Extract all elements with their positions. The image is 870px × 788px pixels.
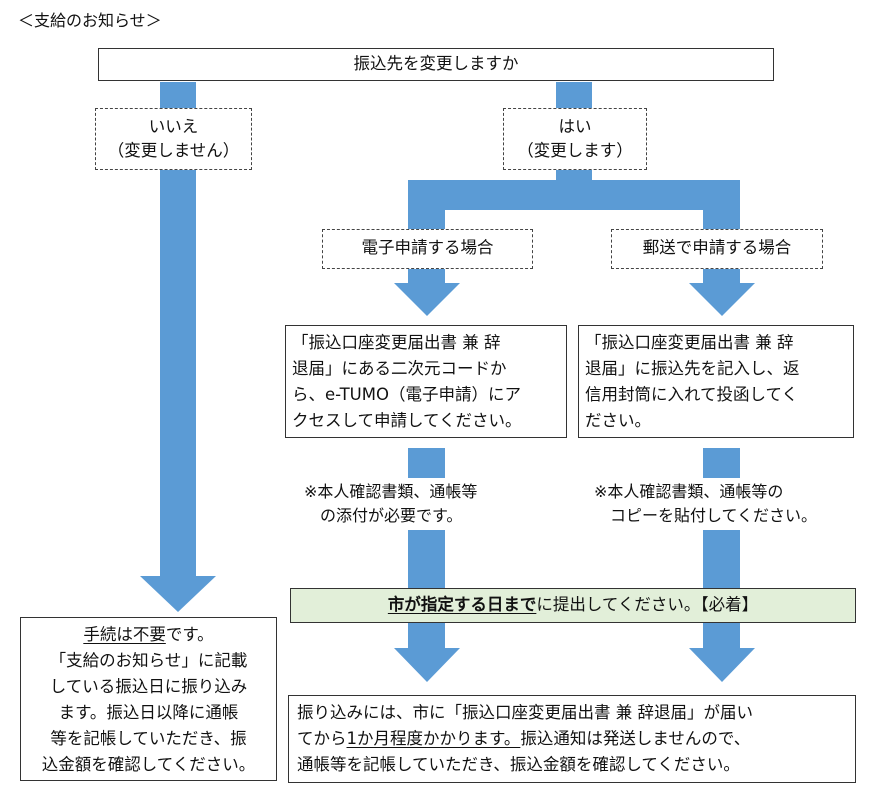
line: 「振込口座変更届出書 兼 辞 xyxy=(292,333,501,352)
no-label: いいえ xyxy=(148,117,199,136)
line: 「振込口座変更届出書 兼 辞 xyxy=(585,333,794,352)
deadline-box: 市が指定する日までに提出してください。【必着】 xyxy=(290,588,856,623)
line: 退届」にある二次元コードか xyxy=(292,359,507,378)
no-sublabel: （変更しません） xyxy=(107,141,240,160)
split-bar xyxy=(408,180,740,210)
line: です。 xyxy=(165,625,214,644)
postal-instructions: 「振込口座変更届出書 兼 辞 退届」に振込先を記入し、返 信用封筒に入れて投函し… xyxy=(578,325,854,438)
no-option-box: いいえ （変更しません） xyxy=(95,108,252,170)
no-arrow-head xyxy=(140,576,216,612)
line: ます。振込日以降に通帳 xyxy=(58,703,239,722)
postal-label: 郵送で申請する場合 xyxy=(642,238,792,257)
deadline-text: に提出してください。【必着】 xyxy=(536,595,759,614)
yes-option-box: はい （変更します） xyxy=(503,108,647,170)
line: の添付が必要です。 xyxy=(304,506,463,525)
line: 「支給のお知らせ」に記載 xyxy=(49,651,248,670)
postal-note: ※本人確認書類、通帳等の コピーを貼付してください。 xyxy=(590,478,822,530)
line: クセスして申請してください。 xyxy=(292,411,522,430)
electronic-option-box: 電子申請する場合 xyxy=(322,229,533,269)
line: ※本人確認書類、通帳等の xyxy=(594,482,784,501)
line: ら、e-TUMO（電子申請）にア xyxy=(292,385,521,404)
question-box: 振込先を変更しますか xyxy=(98,48,774,81)
left-arrow-head-2 xyxy=(394,648,460,682)
no-result-emphasis: 手続は不要 xyxy=(83,625,166,644)
electronic-label: 電子申請する場合 xyxy=(361,238,494,257)
electronic-note: ※本人確認書類、通帳等 の添付が必要です。 xyxy=(300,478,482,530)
yes-sublabel: （変更します） xyxy=(517,141,633,160)
line: 振込通知は発送しませんので、 xyxy=(520,729,751,748)
line: ※本人確認書類、通帳等 xyxy=(304,482,478,501)
line: てから xyxy=(297,729,347,748)
no-result-box: 手続は不要です。 「支給のお知らせ」に記載 している振込日に振り込み ます。振込… xyxy=(20,617,277,781)
deadline-emphasis: 市が指定する日まで xyxy=(387,595,537,614)
line: ださい。 xyxy=(585,411,651,430)
line: 通帳等を記帳していただき、振込金額を確認してください。 xyxy=(297,755,740,774)
line: している振込日に振り込み xyxy=(49,677,248,696)
electronic-instructions: 「振込口座変更届出書 兼 辞 退届」にある二次元コードか ら、e-TUMO（電子… xyxy=(285,325,567,438)
left-arrow-head-1 xyxy=(394,283,460,316)
notice-title: ＜支給のお知らせ＞ xyxy=(18,11,162,30)
line: 信用封筒に入れて投函してく xyxy=(585,385,799,404)
line: 退届」に振込先を記入し、返 xyxy=(585,359,800,378)
yes-label: はい xyxy=(558,117,592,136)
final-result-box: 振り込みには、市に「振込口座変更届出書 兼 辞退届」が届い てから1か月程度かか… xyxy=(288,695,856,783)
line: 振り込みには、市に「振込口座変更届出書 兼 辞退届」が届い xyxy=(297,703,753,722)
line: コピーを貼付してください。 xyxy=(594,506,818,525)
right-arrow-head-2 xyxy=(689,648,755,682)
question-text: 振込先を変更しますか xyxy=(353,54,519,73)
line: 込金額を確認してください。 xyxy=(41,755,256,774)
right-arrow-head-1 xyxy=(689,283,755,316)
final-emphasis: 1か月程度かかります。 xyxy=(346,729,521,748)
line: 等を記帳していただき、振 xyxy=(50,729,247,748)
postal-option-box: 郵送で申請する場合 xyxy=(611,229,823,269)
